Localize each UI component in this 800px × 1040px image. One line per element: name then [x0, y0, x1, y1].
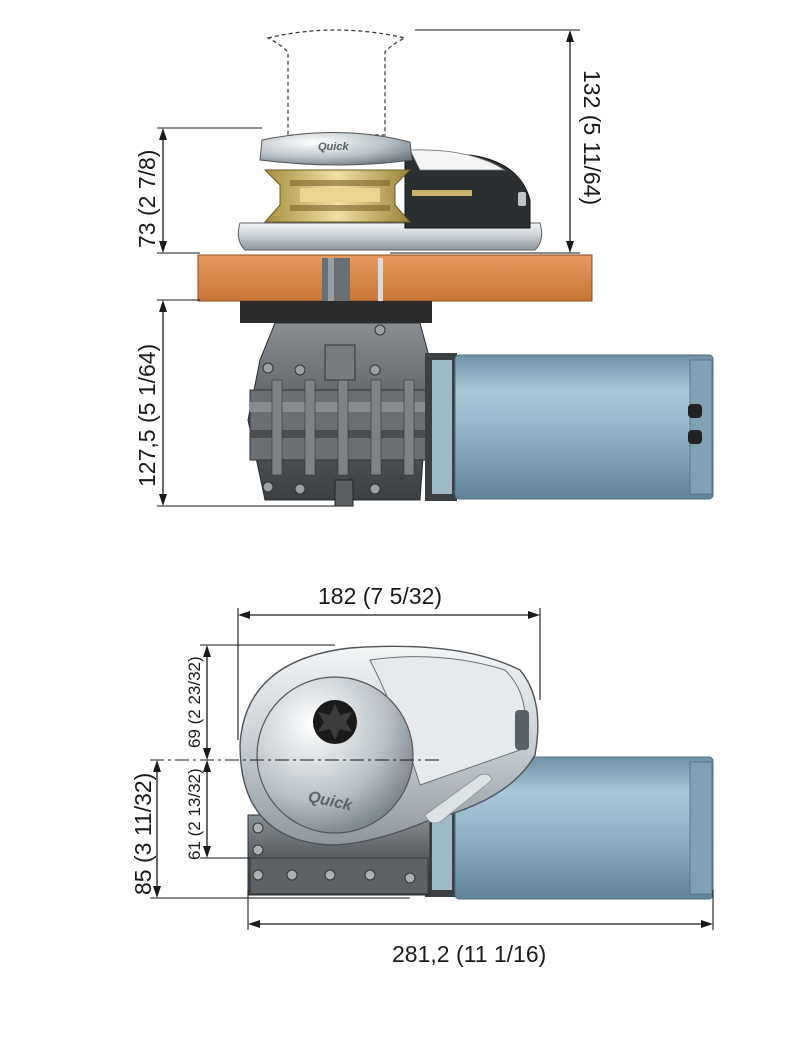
- dim-label-69: 69 (2 23/32): [185, 656, 204, 748]
- top-cap: [259, 131, 413, 166]
- top-view: Quick: [130, 583, 714, 967]
- shaft: [322, 258, 350, 301]
- dim-label-85: 85 (3 11/32): [130, 773, 156, 895]
- dim-label-61: 61 (2 13/32): [185, 768, 204, 860]
- gearbox: [247, 322, 441, 507]
- dim-line-85: [153, 760, 161, 898]
- dim-label-281: 281,2 (11 1/16): [392, 941, 546, 967]
- deck-plank: [197, 254, 593, 302]
- dim-label-182: 182 (7 5/32): [318, 583, 442, 609]
- dim-line-69: [203, 645, 211, 760]
- top-dome: [256, 676, 414, 834]
- warping-drum-outline: [266, 29, 407, 136]
- dim-line-61: [203, 760, 211, 858]
- under-deck-flange: [240, 301, 432, 323]
- dim-line-132: [566, 30, 574, 253]
- top-motor: [425, 756, 714, 900]
- dim-label-132: 132 (5 11/64): [579, 70, 605, 205]
- cap-brand-label: Quick: [318, 141, 349, 153]
- motor: [425, 353, 714, 501]
- dim-line-127: [159, 300, 167, 506]
- base-plate: [237, 222, 543, 251]
- dim-line-182: [238, 611, 540, 619]
- gypsy: [263, 169, 412, 223]
- dim-label-73: 73 (2 7/8): [134, 150, 160, 248]
- side-view: Quick: [134, 29, 714, 507]
- dim-line-281: [248, 920, 713, 928]
- dim-label-127: 127,5 (5 1/64): [134, 344, 160, 487]
- handle-socket-icon: [313, 700, 357, 744]
- dim-line-73: [159, 128, 167, 253]
